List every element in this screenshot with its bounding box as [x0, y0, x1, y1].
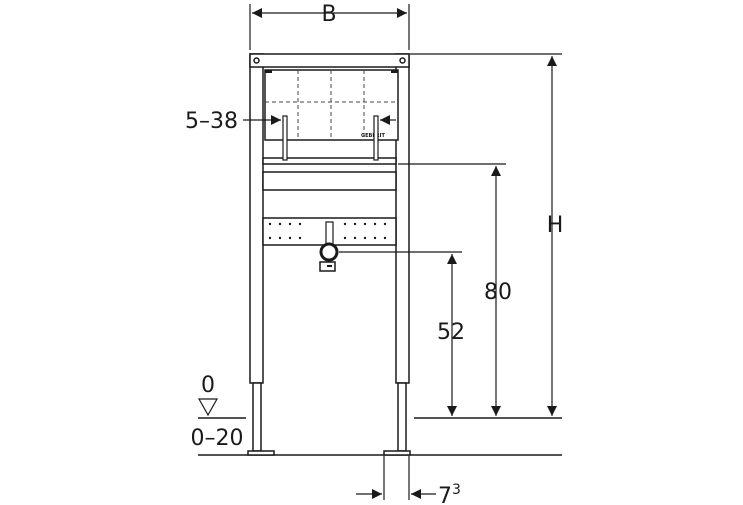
left-foot [247, 450, 275, 456]
crossbar-1 [262, 157, 397, 165]
width-label: B [321, 2, 336, 27]
dimension-foot-offset [356, 456, 436, 500]
panel-corner-tabs [265, 70, 398, 73]
dimension-height [410, 53, 562, 416]
right-leg [397, 382, 407, 452]
connector-stem [325, 221, 334, 245]
floor-range-label: 0–20 [191, 426, 244, 451]
adjustment-grid [265, 70, 398, 140]
rod-spacing-label: 5–38 [185, 109, 238, 134]
bolt-top-left [253, 57, 260, 64]
foot-offset-base: 7 [438, 484, 452, 505]
dimension-52 [339, 251, 462, 416]
right-foot [383, 450, 411, 456]
foot-offset-label: 73 [438, 482, 461, 505]
supply-panel-holes [268, 222, 387, 240]
floor-level-triangle [197, 398, 219, 417]
top-crossbar [249, 53, 410, 68]
crossbar-2 [262, 171, 397, 191]
threaded-rods [282, 115, 379, 161]
foot-offset-sup: 3 [452, 482, 461, 498]
floor-zero-label: 0 [201, 373, 215, 398]
brand-mark: GEBERIT [361, 133, 385, 139]
dimension-width [249, 4, 410, 50]
connector-body [319, 242, 339, 262]
dim-52-label: 52 [437, 320, 465, 345]
left-leg [252, 382, 262, 452]
dimension-80 [398, 163, 506, 416]
dim-80-label: 80 [484, 280, 512, 305]
right-threaded-rod [373, 115, 379, 161]
left-upright [249, 53, 264, 384]
bolt-top-right [399, 57, 406, 64]
drain-connector [319, 221, 339, 272]
left-threaded-rod [282, 115, 288, 161]
height-label: H [547, 213, 564, 238]
